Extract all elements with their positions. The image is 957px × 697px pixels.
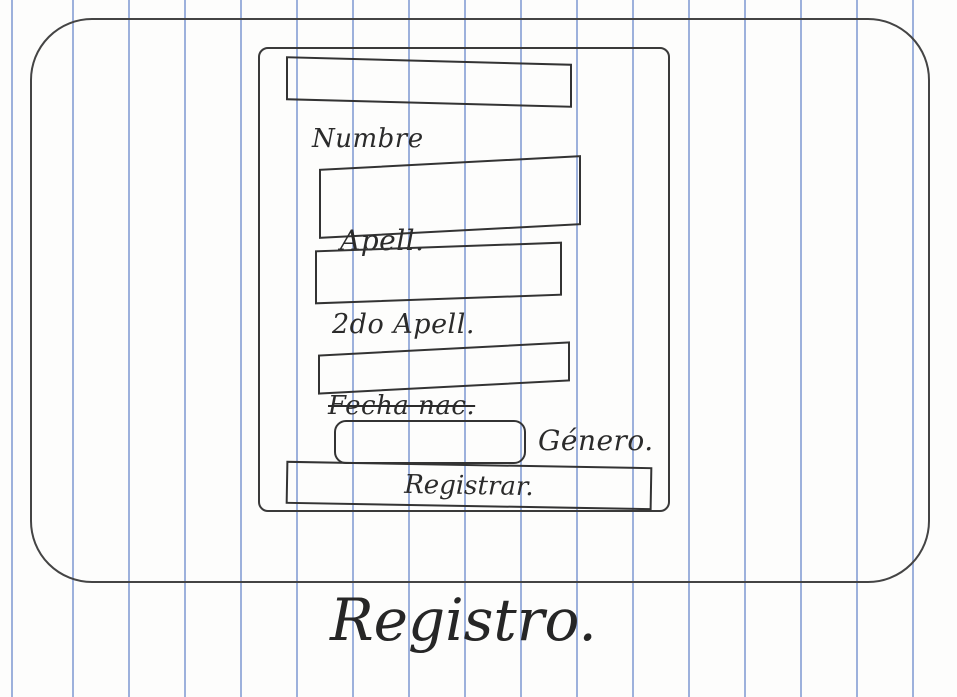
segundo-apellido-label: 2do Apell. bbox=[332, 309, 475, 340]
screen-caption: Registro. bbox=[330, 586, 597, 654]
registrar-button[interactable]: Registrar. bbox=[285, 460, 653, 511]
device-frame bbox=[30, 18, 930, 583]
fecha-nacimiento-label: Fecha nac. bbox=[328, 391, 476, 421]
apellido-input[interactable] bbox=[315, 241, 562, 305]
genero-label[interactable]: Género. bbox=[538, 424, 654, 457]
top-input-field[interactable] bbox=[286, 56, 572, 108]
registration-form-panel bbox=[258, 47, 670, 512]
fecha-nacimiento-input[interactable] bbox=[334, 420, 526, 464]
nombre-label: Numbre bbox=[312, 124, 424, 154]
